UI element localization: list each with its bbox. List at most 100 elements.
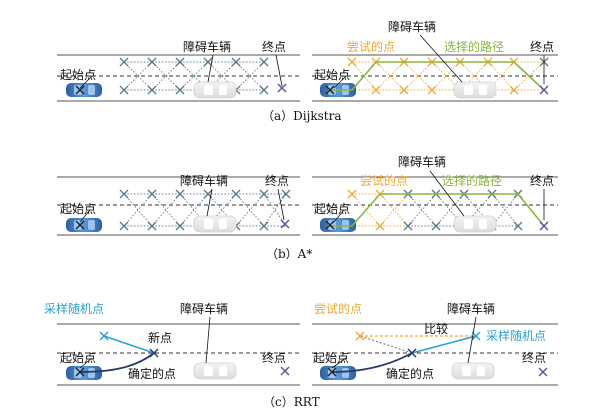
compare-label: 比较	[424, 321, 448, 336]
new-point-label: 新点	[148, 330, 172, 345]
goal-marker-icon	[538, 367, 548, 377]
ego-car-icon	[66, 218, 102, 232]
panel-c-left: 采样随机点 新点 起始点 确定的点 障碍车辆 终点	[44, 301, 300, 386]
road	[57, 54, 300, 102]
start-marker	[75, 85, 85, 95]
road	[312, 323, 558, 386]
grid-node-icon	[513, 221, 523, 231]
end-label: 终点	[522, 350, 546, 365]
grid-node-icon	[427, 85, 437, 95]
grid-node-icon	[119, 57, 129, 67]
tried-point-icon	[355, 331, 365, 341]
grid-node-icon	[259, 85, 269, 95]
grid-node-icon	[399, 85, 409, 95]
start-marker	[327, 367, 337, 377]
obstacle-label: 障碍车辆	[180, 173, 228, 188]
confirmed-label: 确定的点	[128, 366, 176, 381]
lattice-edge	[407, 193, 437, 227]
grid-node-icon	[371, 85, 381, 95]
end-label: 终点	[265, 173, 289, 188]
lattice-edge	[123, 193, 153, 227]
grid-node-icon	[431, 221, 441, 231]
rrt-tree	[79, 335, 155, 373]
panel-c: 采样随机点 新点 起始点 确定的点 障碍车辆 终点	[44, 301, 558, 409]
grid-node-icon	[509, 85, 519, 95]
obstacle-label: 障碍车辆	[447, 301, 495, 316]
caption-b: （b）A*	[266, 247, 312, 261]
lattice-edge	[491, 193, 519, 227]
road	[57, 323, 300, 386]
lattice-edge	[351, 61, 377, 91]
obstacle-car-icon	[193, 81, 237, 99]
sample-label: 采样随机点	[44, 301, 104, 316]
grid-node-icon	[147, 221, 157, 231]
panel-b: 起始点 障碍车辆 终点	[57, 154, 558, 261]
grid-node-icon	[403, 221, 413, 231]
grid-node-icon	[347, 189, 357, 199]
grid-node-icon	[147, 57, 157, 67]
panel-b-left: 起始点 障碍车辆 终点	[57, 173, 300, 236]
grid-node-icon	[259, 189, 269, 199]
obstacle-label: 障碍车辆	[388, 19, 436, 34]
lattice-edge	[151, 193, 181, 227]
grid-node-icon	[147, 85, 157, 95]
panel-b-right: 起始点 障碍车辆 尝试的点 选择的路径 终点	[312, 154, 558, 236]
goal-marker-icon	[539, 85, 549, 95]
start-label: 起始点	[313, 351, 349, 365]
start-marker	[325, 85, 335, 95]
grid-node-icon	[147, 189, 157, 199]
grid-node-icon	[281, 189, 291, 199]
lattice-edge	[379, 193, 409, 227]
grid-node-icon	[231, 189, 241, 199]
road	[312, 54, 558, 102]
obstacle-car-icon	[193, 215, 237, 233]
goal-marker-icon	[280, 366, 290, 376]
end-label: 终点	[530, 39, 554, 54]
obstacle-label: 障碍车辆	[398, 154, 446, 169]
grid-node-icon	[175, 221, 185, 231]
start-marker	[75, 367, 85, 377]
new-point-icon	[149, 348, 159, 358]
obstacle-label: 障碍车辆	[183, 39, 231, 54]
path-label: 选择的路径	[442, 173, 502, 188]
ego-car-icon	[320, 366, 356, 380]
obstacle-label: 障碍车辆	[180, 301, 228, 316]
start-label: 起始点	[314, 202, 350, 216]
goal-marker-icon	[539, 221, 549, 231]
obstacle-car-icon	[451, 362, 495, 380]
ego-car-icon	[66, 366, 102, 380]
panel-c-right: 尝试的点 比较 障碍车辆 采样随机点 起始点 确定的点 终点	[312, 301, 558, 386]
tried-label: 尝试的点	[360, 173, 408, 188]
end-label: 终点	[262, 350, 286, 365]
start-marker	[75, 220, 85, 230]
sample-label: 采样随机点	[486, 328, 546, 343]
lattice-edge	[235, 193, 265, 227]
grid-node-icon	[259, 57, 269, 67]
caption-a: （a）Dijkstra	[262, 109, 341, 123]
grid-node-icon	[175, 189, 185, 199]
tried-label: 尝试的点	[347, 39, 395, 54]
grid-node-icon	[119, 189, 129, 199]
panel-a: 起始点 障碍车辆 终点	[57, 19, 558, 123]
road	[57, 176, 300, 236]
selected-path	[330, 61, 545, 91]
selected-path	[330, 193, 545, 227]
start-label: 起始点	[60, 68, 96, 82]
new-point-icon	[407, 348, 417, 358]
grid-node-icon	[119, 221, 129, 231]
caption-c: （c）RRT	[263, 395, 320, 409]
panel-a-left: 起始点 障碍车辆 终点	[57, 39, 300, 102]
start-label: 起始点	[60, 351, 96, 365]
rrt-tree	[331, 335, 477, 373]
ego-car-icon	[320, 218, 356, 232]
start-label: 起始点	[60, 202, 96, 216]
grid-node-icon	[119, 85, 129, 95]
end-label: 终点	[530, 173, 554, 188]
end-label: 终点	[262, 39, 286, 54]
panel-a-right: 起始点 障碍车辆 尝试的点 选择的路径 终点	[312, 19, 558, 102]
grid-node-icon	[231, 57, 241, 67]
goal-marker-icon	[277, 83, 287, 93]
obstacle-car-icon	[453, 81, 497, 99]
grid-node-icon	[175, 85, 185, 95]
